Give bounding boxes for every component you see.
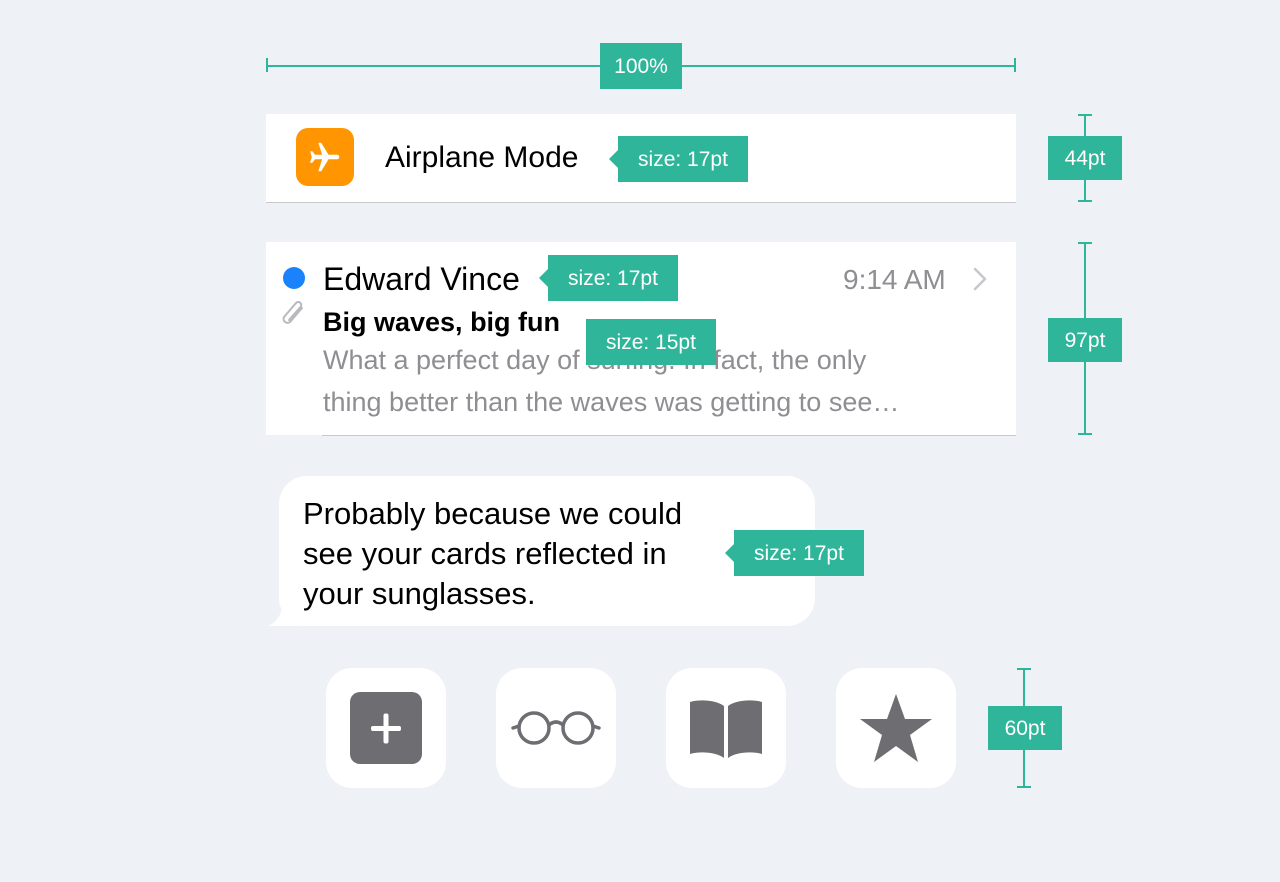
bubble-size-label: size: 17pt <box>725 530 864 576</box>
row1-dimension-cap-bottom <box>1078 200 1092 202</box>
paperclip-icon <box>280 300 308 337</box>
cell-separator <box>266 202 1016 203</box>
star-tile[interactable] <box>836 668 956 788</box>
row1-height-label: 44pt <box>1048 136 1122 180</box>
star-icon <box>860 694 932 762</box>
add-icon <box>350 692 422 764</box>
row2-dimension-cap-bottom <box>1078 433 1092 435</box>
glasses-icon <box>511 711 601 745</box>
row2-height-label: 97pt <box>1048 318 1122 362</box>
sender-size-label: size: 17pt <box>539 255 678 301</box>
message-line1: Probably because we could <box>303 496 683 531</box>
book-tile[interactable] <box>666 668 786 788</box>
width-dimension-label: 100% <box>600 43 682 89</box>
add-tile[interactable] <box>326 668 446 788</box>
message-line2: see your cards reflected in <box>303 536 667 571</box>
chevron-right-icon <box>972 266 988 297</box>
width-dimension-cap-right <box>1014 58 1016 72</box>
row4-dimension-cap-top <box>1017 668 1031 670</box>
unread-dot <box>283 267 305 289</box>
mail-separator <box>322 435 1016 436</box>
mail-subject: Big waves, big fun <box>323 307 561 337</box>
message-line3: your sunglasses. <box>303 576 536 611</box>
message-bubble[interactable]: Probably because we could see your cards… <box>279 476 815 626</box>
row2-dimension-cap-top <box>1078 242 1092 244</box>
airplane-mode-label: Airplane Mode <box>385 141 579 174</box>
subject-size-label: size: 15pt <box>586 319 716 365</box>
row4-dimension-cap-bottom <box>1017 786 1031 788</box>
width-dimension-cap-left <box>266 58 268 72</box>
airplane-icon <box>296 128 354 186</box>
mail-preview-line2: thing better than the waves was getting … <box>323 387 900 417</box>
mail-sender: Edward Vince <box>323 261 520 297</box>
row1-dimension-cap-top <box>1078 114 1092 116</box>
airplane-size-label: size: 17pt <box>609 136 748 182</box>
glasses-tile[interactable] <box>496 668 616 788</box>
book-icon <box>690 700 762 758</box>
mail-time: 9:14 AM <box>843 264 946 295</box>
row4-height-label: 60pt <box>988 706 1062 750</box>
